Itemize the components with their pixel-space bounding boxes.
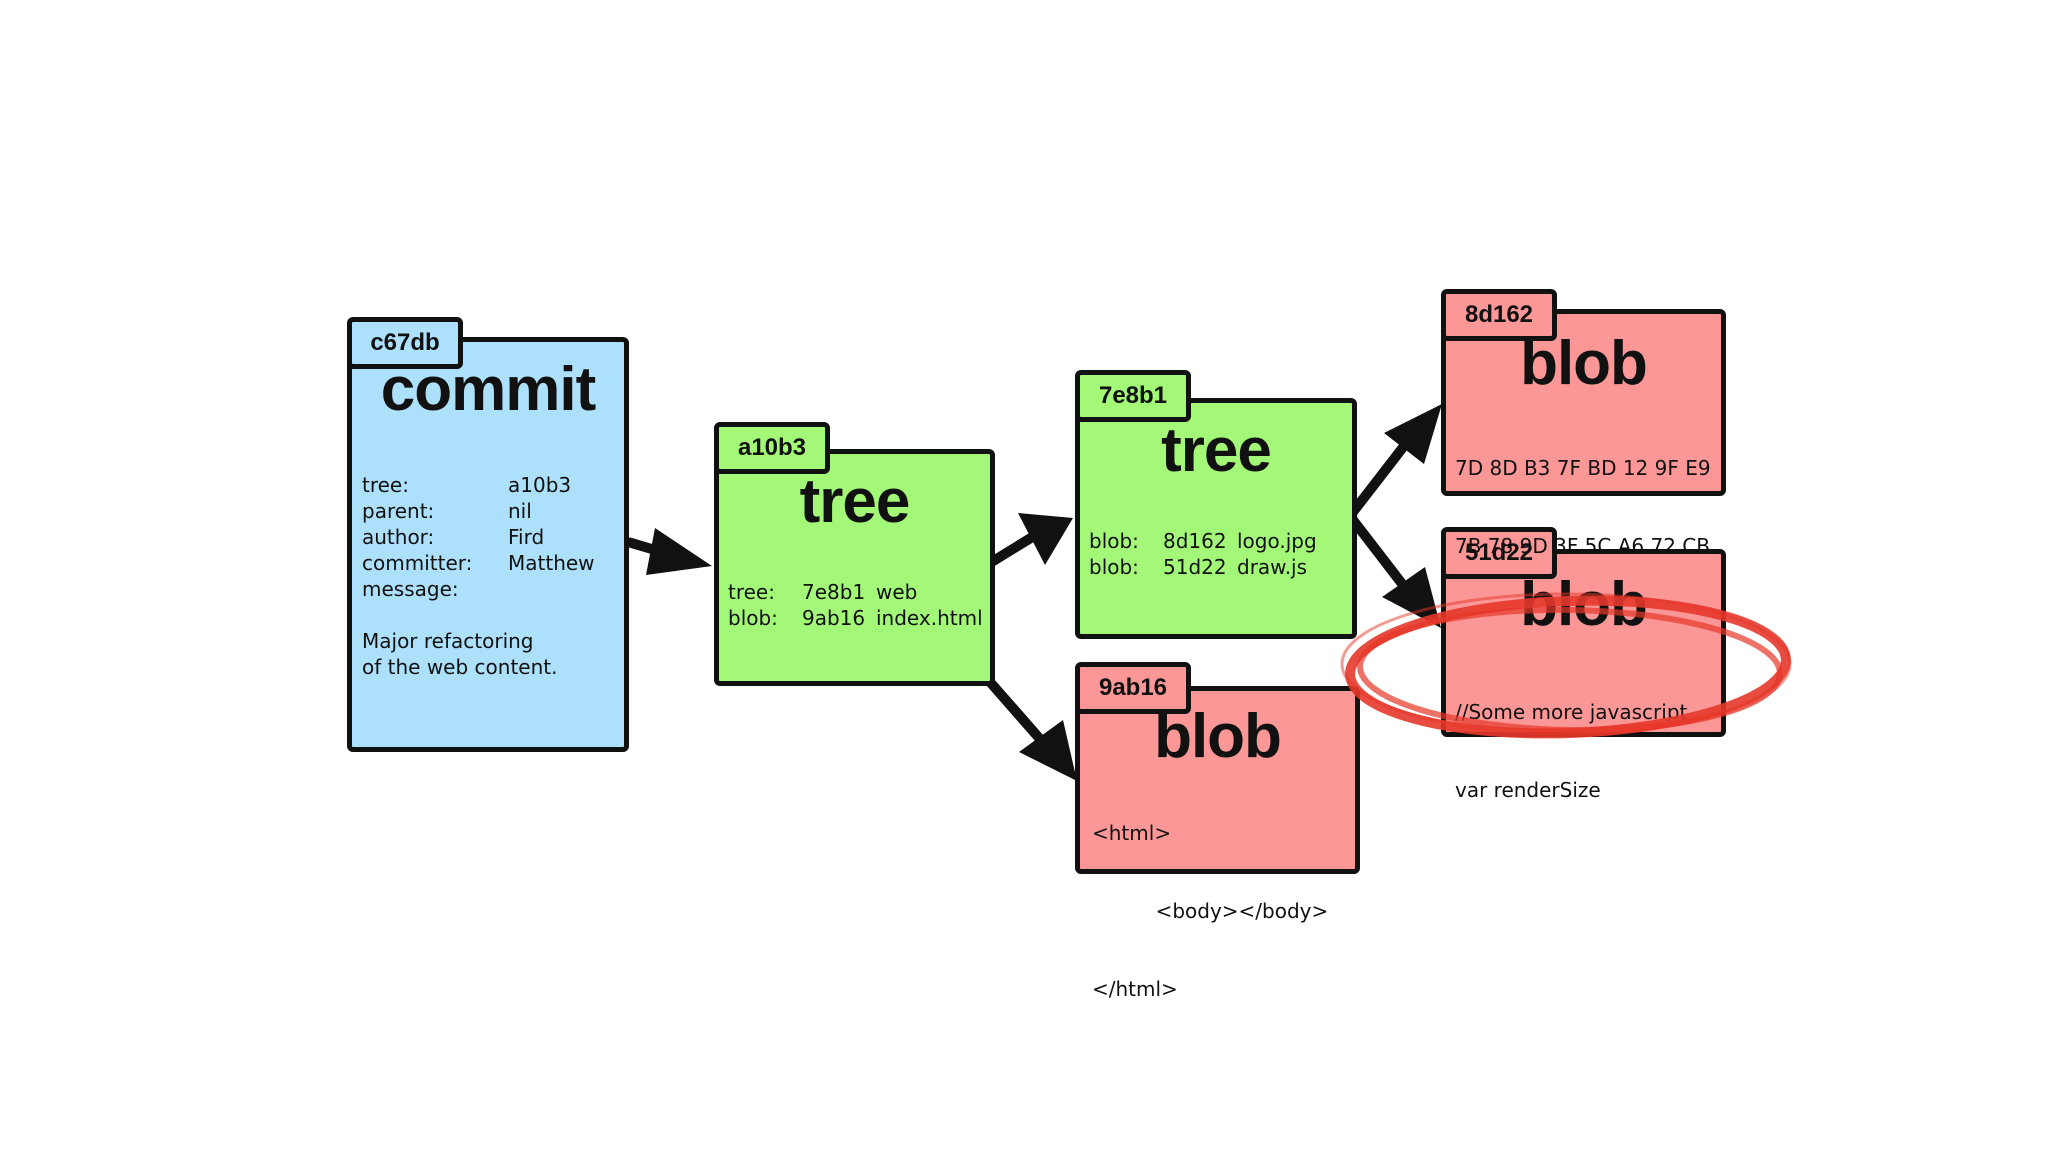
tree-box-7e8b1 xyxy=(1075,398,1357,639)
field-value: Fird xyxy=(508,525,545,549)
tree-entry: blob: 51d22 draw.js xyxy=(1089,554,1317,580)
field-key: committer: xyxy=(362,551,473,575)
commit-box xyxy=(347,337,629,752)
arrow-tree-to-blob-51d22 xyxy=(1349,516,1441,628)
field-key: parent: xyxy=(362,499,435,523)
commit-message-line: of the web content. xyxy=(362,655,558,679)
blob-title-9ab16: blob xyxy=(1154,702,1282,771)
commit-fields: tree: a10b3 parent: nil author: Fird commit… xyxy=(362,472,595,680)
tree-box-a10b3 xyxy=(714,449,995,686)
blob-line: var renderSize xyxy=(1455,778,1601,802)
field-key: author: xyxy=(362,525,435,549)
blob-content-51d22: //Some more javascript var renderSize xyxy=(1455,647,1687,855)
tree-title-a10b3: tree xyxy=(799,467,911,536)
arrow-commit-to-tree xyxy=(626,528,712,575)
blob-hash-tab-9ab16: 9ab16 xyxy=(1075,662,1191,714)
blob-line: </html> xyxy=(1092,977,1178,1001)
blob-line: 7B 78 9D 3F 5C A6 72 CB xyxy=(1455,534,1710,558)
commit-field-row: message: xyxy=(362,576,595,602)
entry-hash: 51d22 xyxy=(1163,555,1227,579)
tree-entry: blob: 8d162 logo.jpg xyxy=(1089,528,1317,554)
entry-hash: 9ab16 xyxy=(802,606,866,630)
blob-box-9ab16 xyxy=(1075,686,1360,874)
tree-hash-tab-a10b3: a10b3 xyxy=(714,422,830,474)
entry-kind: tree: xyxy=(728,580,775,604)
field-key: tree: xyxy=(362,473,409,497)
entry-hash: 7e8b1 xyxy=(802,580,866,604)
commit-message-line: Major refactoring xyxy=(362,629,534,653)
commit-field-row: committer: Matthew xyxy=(362,550,595,576)
tree-title-7e8b1: tree xyxy=(1161,416,1272,485)
arrow-tree-to-blob-9ab16 xyxy=(986,678,1077,781)
field-value: a10b3 xyxy=(508,473,572,497)
field-value: nil xyxy=(508,499,532,523)
spacer xyxy=(362,602,595,628)
tree-entry: tree: 7e8b1 web xyxy=(728,579,983,605)
blob-content-9ab16: <html> <body></body> </html> xyxy=(1092,768,1328,1054)
blob-hash-tab-51d22: 51d22 xyxy=(1441,527,1557,579)
blob-line: <body></body> xyxy=(1092,899,1329,923)
tree-entry: blob: 9ab16 index.html xyxy=(728,605,983,631)
entry-kind: blob: xyxy=(728,606,778,630)
entry-kind: blob: xyxy=(1089,555,1139,579)
tree-entries-7e8b1: blob: 8d162 logo.jpg blob: 51d22 draw.js xyxy=(1089,528,1317,580)
arrow-tree-to-blob-8d162 xyxy=(1349,404,1442,516)
blob-title-8d162: blob xyxy=(1520,329,1648,398)
entry-kind: blob: xyxy=(1089,529,1139,553)
field-value: Matthew xyxy=(508,551,595,575)
commit-hash-tab: c67db xyxy=(347,317,463,369)
arrow-tree-to-tree xyxy=(987,513,1073,568)
blob-line: 7D 8D B3 7F BD 12 9F E9 xyxy=(1455,456,1711,480)
tree-entries-a10b3: tree: 7e8b1 web blob: 9ab16 index.html xyxy=(728,579,983,631)
commit-field-row: parent: nil xyxy=(362,498,595,524)
entry-hash: 8d162 xyxy=(1163,529,1227,553)
entry-name: draw.js xyxy=(1237,555,1308,579)
blob-content-8d162: 7D 8D B3 7F BD 12 9F E9 7B 78 9D 3F 5C A… xyxy=(1455,403,1711,611)
field-key: message: xyxy=(362,577,459,601)
blob-line: //Some more javascript xyxy=(1455,700,1688,724)
blob-hash-tab-8d162: 8d162 xyxy=(1441,289,1557,341)
blob-title-51d22: blob xyxy=(1520,570,1648,639)
entry-name: logo.jpg xyxy=(1237,529,1317,553)
entry-name: web xyxy=(876,580,918,604)
commit-title: commit xyxy=(380,355,596,424)
commit-field-row: tree: a10b3 xyxy=(362,472,595,498)
entry-name: index.html xyxy=(876,606,983,630)
tree-hash-tab-7e8b1: 7e8b1 xyxy=(1075,370,1191,422)
commit-field-row: author: Fird xyxy=(362,524,595,550)
blob-line: <html> xyxy=(1092,821,1172,845)
